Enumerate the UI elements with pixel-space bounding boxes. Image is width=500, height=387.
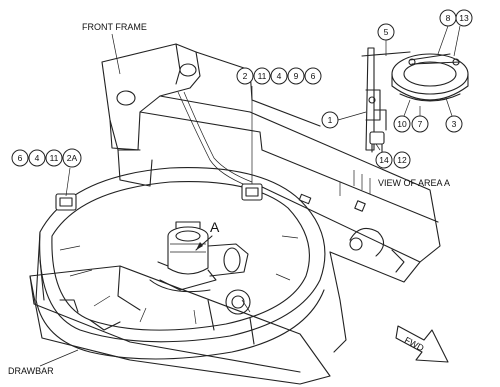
callout-number: 7 xyxy=(418,119,423,129)
callout-circle xyxy=(304,67,322,85)
callout-circle xyxy=(455,9,473,27)
callout-circle xyxy=(321,111,339,129)
callout-number: 9 xyxy=(294,71,299,81)
callout-number: 1 xyxy=(328,115,333,125)
callout-circle xyxy=(393,151,411,169)
callout-circle xyxy=(62,148,82,168)
drawbar xyxy=(29,265,331,385)
drawbar-label: DRAWBAR xyxy=(8,366,54,376)
callout-circle xyxy=(11,149,29,167)
callout-number: 4 xyxy=(277,71,282,81)
area-a-marker: A xyxy=(195,219,220,251)
callout-circle xyxy=(393,115,411,133)
callout-circle xyxy=(236,67,254,85)
callout-number: 2 xyxy=(243,71,248,81)
front-frame xyxy=(101,43,263,187)
callout-circle xyxy=(270,67,288,85)
callout-group-top-middle: 2 11 4 9 6 xyxy=(236,67,322,184)
callout-number: 2A xyxy=(67,153,78,163)
callout-number: 6 xyxy=(311,71,316,81)
callout-number: 13 xyxy=(459,13,469,23)
callout-number: 12 xyxy=(397,155,407,165)
callout-number: 10 xyxy=(397,119,407,129)
callout-group-detail-top: 5 8 13 xyxy=(377,9,473,41)
callout-number: 4 xyxy=(35,153,40,163)
callout-group-detail-right: 1 10 7 3 xyxy=(321,111,463,133)
view-of-area-label: VIEW OF AREA A xyxy=(378,178,450,188)
mounting-block-left xyxy=(55,193,77,211)
callout-number: 5 xyxy=(384,27,389,37)
front-frame-label: FRONT FRAME xyxy=(82,22,147,32)
fwd-arrow-icon: FWD xyxy=(395,325,449,363)
callout-circle xyxy=(28,149,46,167)
callout-circle xyxy=(375,151,393,169)
callout-circle xyxy=(287,67,305,85)
callout-circle xyxy=(377,23,395,41)
callout-group-detail-bottom: 14 12 xyxy=(375,151,411,169)
callout-circle xyxy=(253,67,271,85)
callout-group-left: 6 4 11 2A xyxy=(11,148,82,197)
callout-number: 14 xyxy=(379,155,389,165)
callout-number: 8 xyxy=(446,13,451,23)
mounting-block-middle xyxy=(241,183,263,201)
callout-circle xyxy=(445,115,463,133)
callout-number: 6 xyxy=(18,153,23,163)
callout-number: 11 xyxy=(50,153,59,163)
area-a-label: A xyxy=(210,219,220,235)
main-frame xyxy=(249,99,441,353)
callout-circle xyxy=(411,115,429,133)
callout-number: 3 xyxy=(452,119,457,129)
detail-view-area-a xyxy=(337,25,469,153)
circle-drive xyxy=(149,221,249,293)
callout-circle xyxy=(45,149,63,167)
callout-number: 11 xyxy=(258,71,267,81)
